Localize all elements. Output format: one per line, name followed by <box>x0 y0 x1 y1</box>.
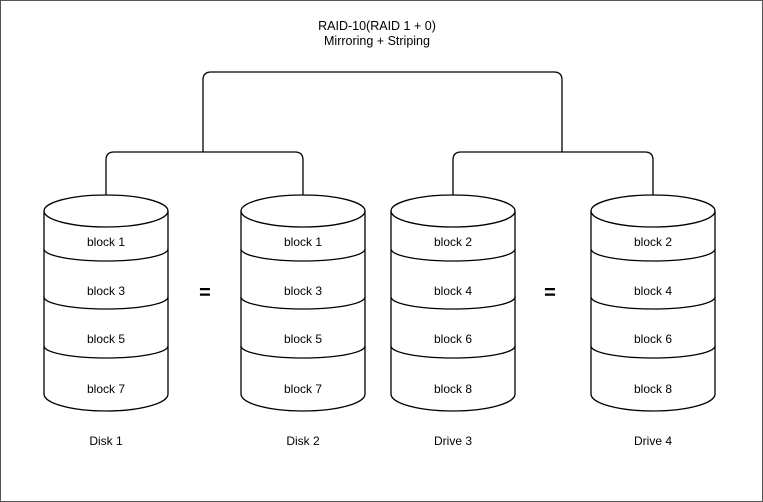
cylinder-top-edge <box>590 210 716 228</box>
block-label: block 5 <box>87 332 125 346</box>
disk-cylinder-2: block 1 block 3 block 5 block 7 Disk 2 <box>240 194 366 448</box>
equals-sign-right: = <box>544 282 556 304</box>
block-label: block 7 <box>284 382 322 396</box>
block-label: block 8 <box>434 382 472 396</box>
cylinder-top-edge <box>240 210 366 228</box>
cylinder-divider <box>43 345 169 359</box>
block-label: block 6 <box>434 332 472 346</box>
disk-cylinder-3: block 2 block 4 block 6 block 8 Drive 3 <box>390 194 516 448</box>
cylinder-top-edge <box>43 210 169 228</box>
block-label: block 3 <box>87 284 125 298</box>
cylinder-divider <box>390 296 516 310</box>
disk-label: Disk 1 <box>89 434 123 448</box>
block-label: block 2 <box>634 235 672 249</box>
cylinder-divider <box>590 345 716 359</box>
diagram-title-line1: RAID-10(RAID 1 + 0) <box>318 19 436 33</box>
disk-label: Drive 3 <box>434 434 472 448</box>
cylinder-divider <box>590 248 716 262</box>
raid1-mirror-connector-left <box>105 151 304 195</box>
cylinder-divider <box>590 296 716 310</box>
block-label: block 4 <box>434 284 472 298</box>
block-label: block 2 <box>434 235 472 249</box>
block-label: block 7 <box>87 382 125 396</box>
disk-cylinder-4: block 2 block 4 block 6 block 8 Drive 4 <box>590 194 716 448</box>
block-label: block 8 <box>634 382 672 396</box>
cylinder-divider <box>240 248 366 262</box>
block-label: block 6 <box>634 332 672 346</box>
block-label: block 5 <box>284 332 322 346</box>
cylinder-divider <box>390 345 516 359</box>
block-label: block 1 <box>284 235 322 249</box>
raid0-stripe-connector <box>202 71 563 152</box>
cylinder-divider <box>240 296 366 310</box>
cylinder-divider <box>240 345 366 359</box>
cylinder-divider <box>43 296 169 310</box>
cylinder-divider <box>43 248 169 262</box>
disk-label: Drive 4 <box>634 434 672 448</box>
block-label: block 3 <box>284 284 322 298</box>
disk-label: Disk 2 <box>286 434 320 448</box>
raid1-mirror-connector-right <box>452 151 654 195</box>
block-label: block 4 <box>634 284 672 298</box>
cylinder-divider <box>390 248 516 262</box>
cylinder-top-edge <box>390 210 516 228</box>
block-label: block 1 <box>87 235 125 249</box>
diagram-title-line2: Mirroring + Striping <box>324 34 430 48</box>
equals-sign-left: = <box>199 282 211 304</box>
disk-cylinder-1: block 1 block 3 block 5 block 7 Disk 1 <box>43 194 169 448</box>
